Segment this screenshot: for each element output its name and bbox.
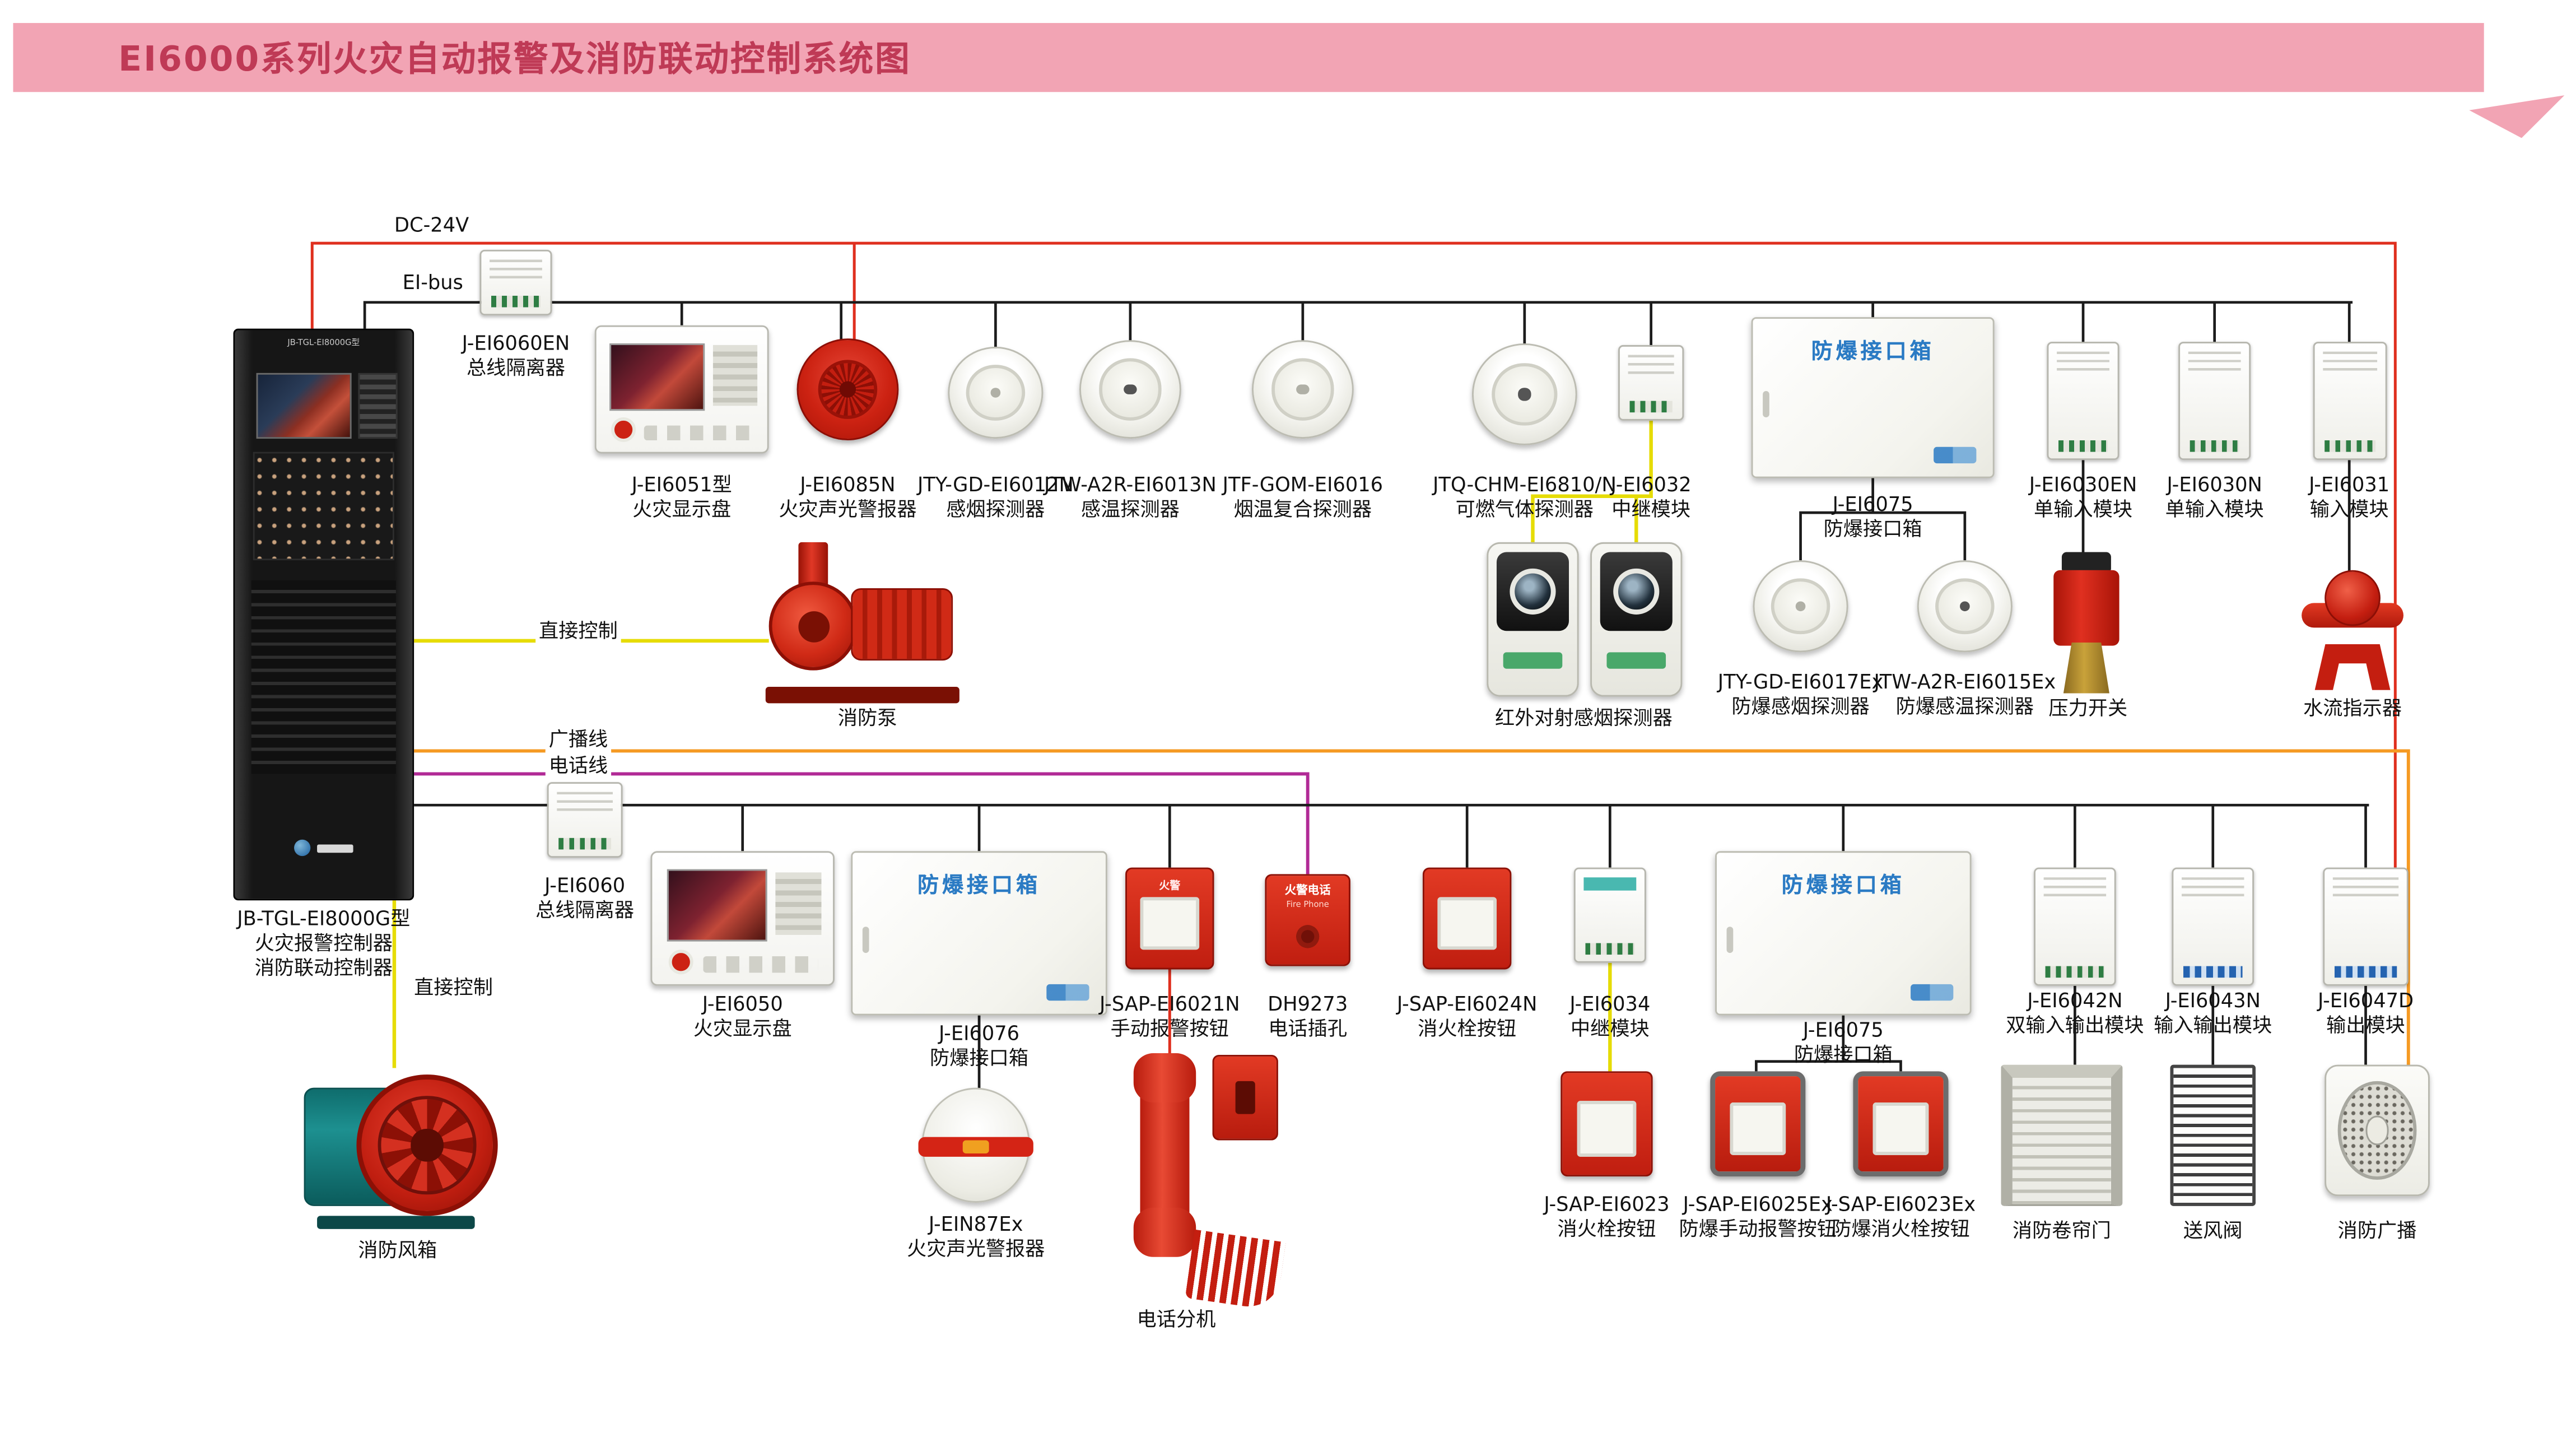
- eibus-line-label: EI-bus: [399, 271, 467, 295]
- air-supply-valve-label: 送风阀: [2183, 1219, 2243, 1243]
- ex-heat-detector-6015-icon: [1917, 560, 2013, 653]
- heat-detector-6013-icon: [1079, 340, 1181, 439]
- ex-smoke-detector-6017-icon: [1753, 560, 1848, 653]
- ex-interface-box-6075b-icon: 防爆接口箱: [1715, 851, 1972, 1016]
- fire-telephone-extension-label: 电话分机: [1136, 1308, 1216, 1331]
- io-module-6043-icon: [2172, 867, 2254, 986]
- fire-display-6050-icon: [650, 851, 835, 986]
- roller-shutter-door-icon: [2001, 1064, 2123, 1206]
- fire-fan-label: 消防风箱: [358, 1239, 437, 1262]
- panel-keypad: [358, 373, 398, 439]
- relay-module-6034-icon: [1573, 867, 1646, 963]
- direct-control-fan-label: 直接控制: [411, 973, 496, 1001]
- page-title: EI6000系列火灾自动报警及消防联动控制系统图: [118, 39, 911, 79]
- fire-pump-label: 消防泵: [837, 706, 897, 730]
- io-module-6042-icon: [2034, 867, 2116, 986]
- ex-sounder-87-icon: [918, 1087, 1033, 1203]
- control-panel-label: JB-TGL-EI8000G型 火灾报警控制器 消防联动控制器: [237, 907, 411, 980]
- smoke-detector-6012-icon: [948, 346, 1044, 439]
- pressure-switch-label: 压力开关: [2048, 696, 2128, 720]
- input-module-6030en-icon: [2047, 342, 2120, 460]
- fire-pump-icon: [765, 542, 959, 704]
- ex-interface-box-6076-icon: 防爆接口箱: [851, 851, 1107, 1016]
- panel-indicator-leds: [253, 452, 394, 561]
- broadcast-line-label: 广播线: [545, 724, 612, 753]
- fire-fan-icon: [304, 1065, 498, 1229]
- ex-interface-box-6075b-header: 防爆接口箱: [1781, 874, 1905, 899]
- ex-manual-call-point-6025-icon: [1710, 1071, 1806, 1177]
- hydrant-button-6024-icon: [1422, 867, 1512, 970]
- beam-smoke-detector-label: 红外对射感烟探测器: [1495, 706, 1673, 730]
- direct-control-pump-label: 直接控制: [535, 616, 621, 644]
- beam-smoke-detector-icon: [1590, 542, 1683, 697]
- pink-ribbon-decoration: [2469, 95, 2565, 138]
- manual-call-point-6021-icon: 火警: [1125, 867, 1214, 970]
- beam-smoke-detector-icon: [1487, 542, 1579, 697]
- input-module-6030n-icon: [2178, 342, 2251, 460]
- fire-broadcast-speaker-label: 消防广播: [2337, 1219, 2417, 1243]
- gas-detector-6810-icon: [1471, 343, 1577, 445]
- ex-interface-box-6075a-icon: 防爆接口箱: [1751, 317, 1995, 478]
- panel-lcd-screen: [256, 373, 352, 439]
- phone-line-label: 电话线: [545, 751, 612, 779]
- water-flow-indicator-label: 水流指示器: [2303, 696, 2402, 720]
- fire-alarm-control-panel: JB-TGL-EI8000G型: [233, 328, 414, 901]
- panel-header-text: JB-TGL-EI8000G型: [287, 338, 360, 348]
- dc24v-line-label: DC-24V: [391, 213, 473, 237]
- water-flow-indicator-icon: [2298, 559, 2407, 690]
- sounder-strobe-6085-icon: [796, 338, 899, 441]
- ex-interface-box-6075a-header: 防爆接口箱: [1811, 340, 1935, 365]
- panel-brand-logo: [235, 836, 412, 859]
- fire-display-6051-label: J-EI6051型火灾显示盘: [631, 473, 732, 521]
- fire-broadcast-speaker-icon: [2325, 1064, 2430, 1197]
- panel-vent-slots: [251, 580, 396, 774]
- input-module-6031-icon: [2313, 342, 2387, 460]
- roller-shutter-door-label: 消防卷帘门: [2012, 1219, 2111, 1243]
- fire-telephone-extension-icon: [1133, 1053, 1308, 1314]
- fire-display-6051-icon: [594, 325, 769, 454]
- air-supply-valve-icon: [2170, 1064, 2256, 1206]
- relay-module-6032-icon: [1618, 345, 1684, 421]
- ex-hydrant-button-6023ex-icon: [1853, 1071, 1949, 1177]
- hydrant-button-6023-icon: [1560, 1071, 1653, 1177]
- fire-phone-jack-icon: 火警电话 Fire Phone: [1265, 874, 1350, 966]
- title-bar: EI6000系列火灾自动报警及消防联动控制系统图: [13, 23, 2484, 92]
- ex-interface-box-6076-header: 防爆接口箱: [917, 874, 1041, 899]
- bus-isolator-6060en-icon: [479, 249, 552, 316]
- combo-detector-6016-icon: [1251, 340, 1354, 439]
- bus-isolator-6060-icon: [547, 782, 623, 858]
- output-module-6047-icon: [2323, 867, 2409, 986]
- pressure-switch-icon: [2053, 552, 2120, 693]
